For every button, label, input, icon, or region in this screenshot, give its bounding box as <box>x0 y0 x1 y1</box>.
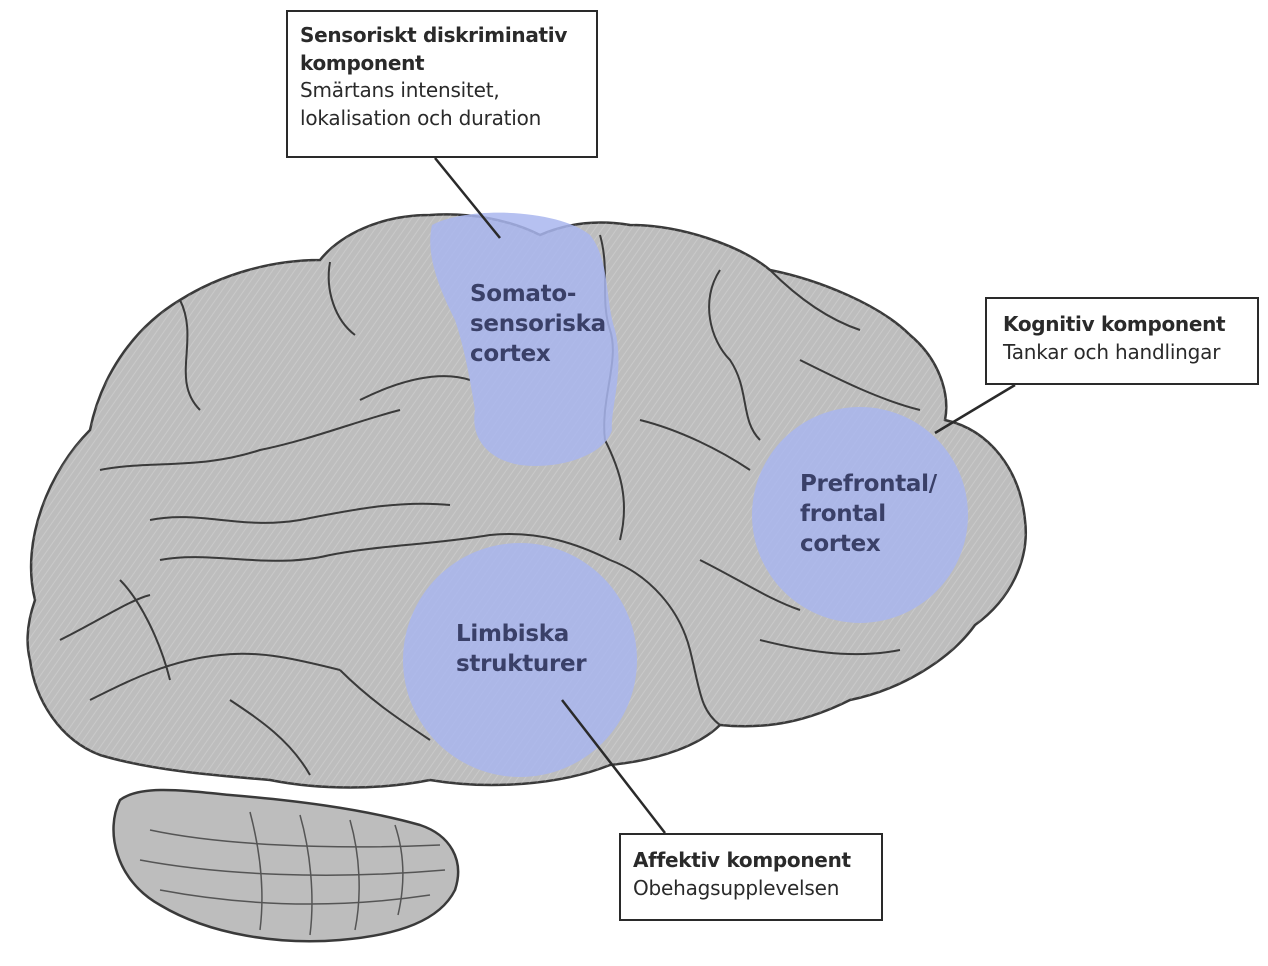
affective-component-callout: Affektiv komponent Obehagsupplevelsen <box>619 833 883 921</box>
leader-affective <box>561 699 666 834</box>
somatosensory-label-line: cortex <box>470 340 551 367</box>
callout-title: Sensoriskt diskriminativ <box>300 23 568 47</box>
leader-sensory <box>434 157 501 239</box>
limbic-region <box>403 543 637 777</box>
somatosensory-label: Somato- sensoriska cortex <box>470 280 620 370</box>
limbic-label-line: strukturer <box>456 650 587 677</box>
somatosensory-label-line: Somato- <box>470 281 577 307</box>
prefrontal-label-line: cortex <box>800 530 881 557</box>
callout-description: Smärtans intensitet, <box>300 78 500 103</box>
somatosensory-label-line: sensoriska <box>470 310 606 337</box>
limbic-label-line: Limbiska <box>456 621 569 647</box>
cognitive-component-callout: Kognitiv komponent Tankar och handlingar <box>985 297 1259 385</box>
prefrontal-label: Prefrontal/ frontal cortex <box>800 470 960 560</box>
callout-description: lokalisation och duration <box>300 105 542 130</box>
limbic-label: Limbiska strukturer <box>456 620 616 680</box>
callout-title: komponent <box>300 50 425 75</box>
prefrontal-label-line: frontal <box>800 500 886 527</box>
cerebellum <box>112 788 460 943</box>
sensory-component-callout: Sensoriskt diskriminativ komponent Smärt… <box>286 10 598 158</box>
callout-description: Obehagsupplevelsen <box>633 875 840 900</box>
somatosensory-region <box>430 212 619 466</box>
cerebellum-folds <box>139 811 446 936</box>
callout-title: Affektiv komponent <box>633 848 851 872</box>
prefrontal-region <box>752 407 968 623</box>
prefrontal-label-line: Prefrontal/ <box>800 471 937 497</box>
leader-cognitive <box>934 383 1016 435</box>
callout-title: Kognitiv komponent <box>1003 312 1226 336</box>
callout-description: Tankar och handlingar <box>1003 339 1221 364</box>
